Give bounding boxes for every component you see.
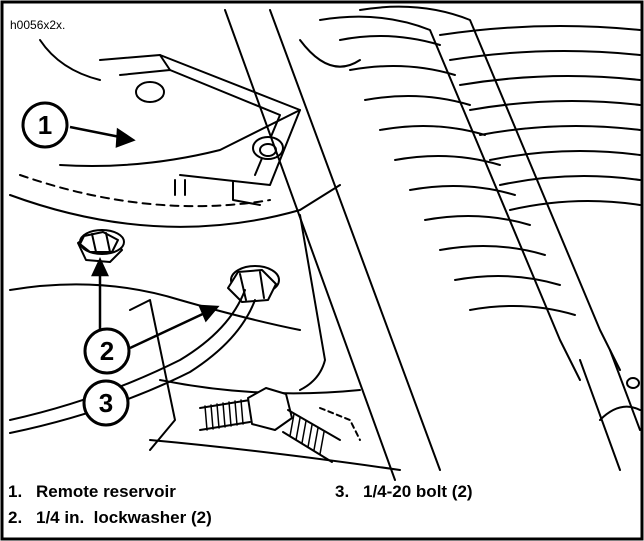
callout-3-number: 3 bbox=[99, 388, 113, 418]
figure-id-label: h0056x2x. bbox=[10, 18, 66, 32]
legend-item-1-number: 1. bbox=[8, 482, 23, 501]
legend-item-3-text: 1/4-20 bolt (2) bbox=[363, 482, 473, 501]
legend-item-2-text: 1/4 in. lockwasher (2) bbox=[36, 508, 212, 527]
legend-item-3-number: 3. bbox=[335, 482, 350, 501]
legend-item-2: 2. 1/4 in. lockwasher (2) bbox=[8, 508, 212, 528]
leader-lines bbox=[69, 125, 220, 350]
legend-item-1: 1. Remote reservoir bbox=[8, 482, 176, 502]
callout-3: 3 bbox=[82, 379, 130, 427]
legend-item-3: 3. 1/4-20 bolt (2) bbox=[335, 482, 473, 502]
callout-2: 2 bbox=[83, 327, 131, 375]
callout-1: 1 bbox=[21, 101, 69, 149]
callout-2-number: 2 bbox=[100, 336, 114, 366]
legend-item-1-text: Remote reservoir bbox=[36, 482, 176, 501]
callout-1-number: 1 bbox=[38, 110, 52, 140]
legend-item-2-number: 2. bbox=[8, 508, 23, 527]
line-art bbox=[9, 5, 641, 481]
